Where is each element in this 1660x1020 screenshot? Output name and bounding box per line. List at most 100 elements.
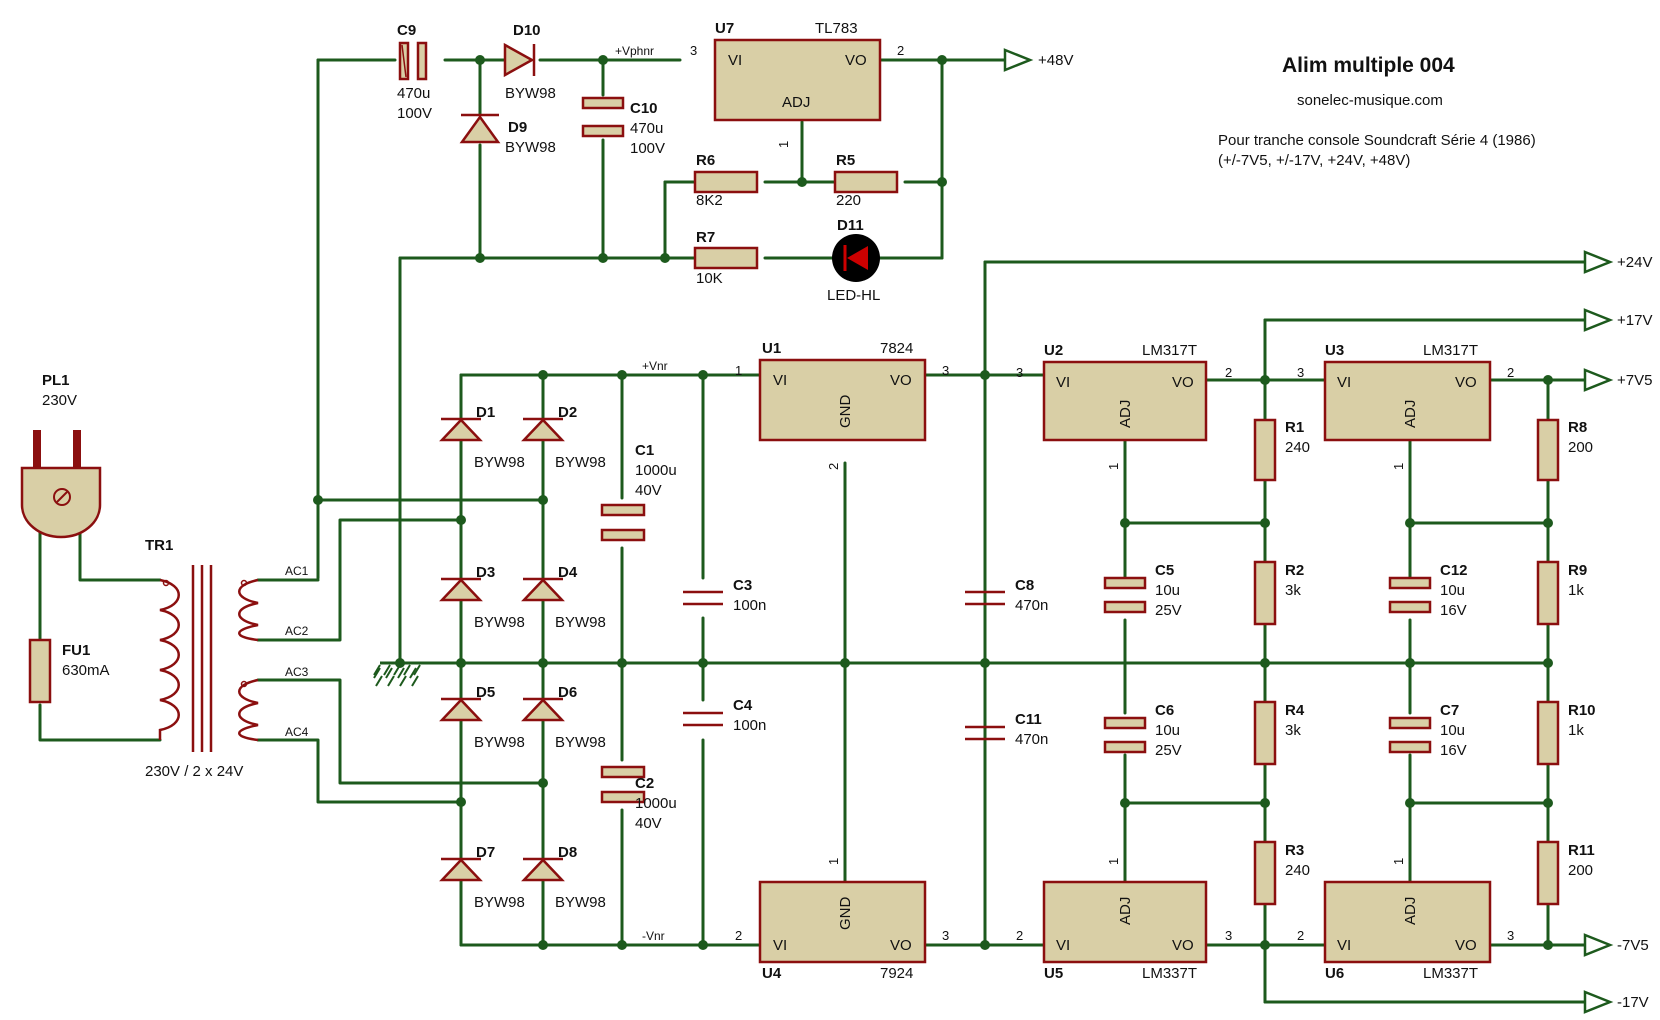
resistor-r5 [833, 170, 899, 194]
u1-vi: VI [773, 372, 787, 389]
c1-ref: C1 [635, 442, 654, 459]
c7-ref: C7 [1440, 702, 1459, 719]
net-ac1: AC1 [285, 564, 309, 578]
out-24v: +24V [1617, 254, 1652, 271]
r3-value: 240 [1285, 862, 1310, 879]
diode-d10 [503, 42, 536, 78]
tr1-value: 230V / 2 x 24V [145, 763, 243, 780]
pl1-ref: PL1 [42, 372, 70, 389]
c12-v2: 16V [1440, 602, 1467, 619]
d4-ref: D4 [558, 564, 578, 581]
c6-v1: 10u [1155, 722, 1180, 739]
regulator-u1 [758, 358, 927, 442]
junction-dot [475, 55, 485, 65]
u4-pin1: 1 [826, 858, 841, 865]
capacitor-c3 [683, 590, 723, 606]
d5-value: BYW98 [474, 734, 525, 751]
u6-ref: U6 [1325, 965, 1344, 982]
capacitor-c7 [1388, 716, 1432, 754]
junction-dot [456, 797, 466, 807]
page-title: Alim multiple 004 [1282, 54, 1455, 77]
u5-ref: U5 [1044, 965, 1063, 982]
resistor-r11 [1536, 840, 1560, 906]
out-neg-7v5: -7V5 [1617, 937, 1649, 954]
capacitor-c5 [1103, 576, 1147, 614]
resistor-r8 [1536, 418, 1560, 482]
r7-value: 10K [696, 270, 723, 287]
r11-ref: R11 [1568, 842, 1595, 859]
c4-ref: C4 [733, 697, 753, 714]
c7-v2: 16V [1440, 742, 1467, 759]
capacitor-c9 [398, 41, 428, 81]
c9-v2: 100V [397, 105, 432, 122]
junction-dot [313, 495, 323, 505]
c9-ref: C9 [397, 22, 416, 39]
u5-pin2: 2 [1016, 928, 1023, 943]
junction-dot [840, 658, 850, 668]
u5-type: LM337T [1142, 965, 1197, 982]
d2-ref: D2 [558, 404, 577, 421]
junction-dot [538, 778, 548, 788]
u4-type: 7924 [880, 965, 913, 982]
out-17v: +17V [1617, 312, 1652, 329]
u7-type: TL783 [815, 20, 858, 37]
c5-v1: 10u [1155, 582, 1180, 599]
junction-dot [1260, 375, 1270, 385]
d3-value: BYW98 [474, 614, 525, 631]
u1-gnd: GND [837, 395, 854, 429]
u6-adj: ADJ [1402, 897, 1419, 925]
u7-ref: U7 [715, 20, 734, 37]
c2-ref: C2 [635, 775, 654, 792]
u2-type: LM317T [1142, 342, 1197, 359]
u1-type: 7824 [880, 340, 913, 357]
d1-value: BYW98 [474, 454, 525, 471]
junction-dot [1120, 798, 1130, 808]
junction-dot [456, 658, 466, 668]
d11-ref: D11 [837, 217, 864, 234]
junction-dot [937, 55, 947, 65]
junction-dot [1260, 940, 1270, 950]
junction-dot [538, 940, 548, 950]
capacitor-c6 [1103, 716, 1147, 754]
junction-dot [660, 253, 670, 263]
net-ac4: AC4 [285, 725, 309, 739]
u6-vi: VI [1337, 937, 1351, 954]
u3-adj: ADJ [1402, 400, 1419, 428]
u2-pin1: 1 [1106, 463, 1121, 470]
led-d11 [832, 234, 880, 282]
junction-dot [598, 55, 608, 65]
u7-pin1: 1 [776, 141, 791, 148]
u3-vo: VO [1455, 374, 1477, 391]
u6-pin1: 1 [1391, 858, 1406, 865]
d7-value: BYW98 [474, 894, 525, 911]
resistor-r9 [1536, 560, 1560, 626]
u1-ref: U1 [762, 340, 781, 357]
junctions [313, 55, 1553, 950]
c12-v1: 10u [1440, 582, 1465, 599]
junction-dot [617, 940, 627, 950]
regulator-u5 [1042, 880, 1208, 964]
junction-dot [937, 177, 947, 187]
junction-dot [1260, 798, 1270, 808]
c6-v2: 25V [1155, 742, 1182, 759]
u3-ref: U3 [1325, 342, 1344, 359]
u2-vo: VO [1172, 374, 1194, 391]
junction-dot [980, 940, 990, 950]
junction-dot [1260, 518, 1270, 528]
diode-d9 [459, 113, 501, 144]
d8-ref: D8 [558, 844, 577, 861]
r6-ref: R6 [696, 152, 715, 169]
junction-dot [538, 370, 548, 380]
r5-value: 220 [836, 192, 861, 209]
d6-ref: D6 [558, 684, 577, 701]
c10-ref: C10 [630, 100, 658, 117]
c8-value: 470n [1015, 597, 1048, 614]
r8-value: 200 [1568, 439, 1593, 456]
out-neg-17v: -17V [1617, 994, 1649, 1011]
c4-value: 100n [733, 717, 766, 734]
c11-ref: C11 [1015, 711, 1042, 728]
u2-ref: U2 [1044, 342, 1063, 359]
r6-value: 8K2 [696, 192, 723, 209]
r2-value: 3k [1285, 582, 1301, 599]
net-vnr-neg: -Vnr [642, 929, 665, 943]
